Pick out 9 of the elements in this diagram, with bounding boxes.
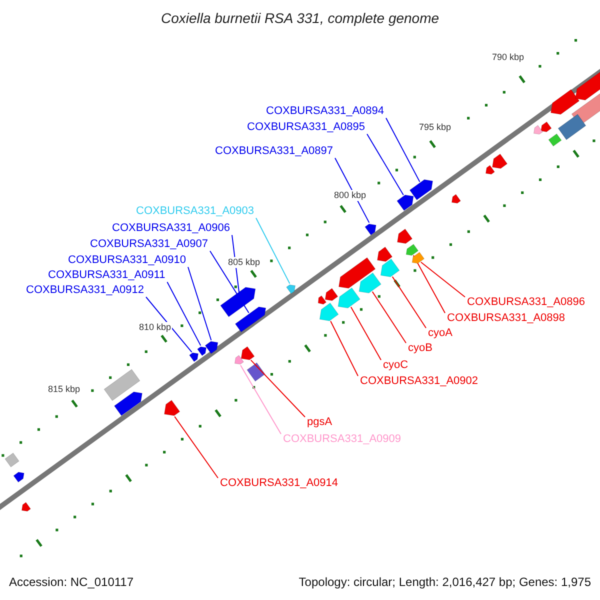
scale-label: 795 kbp — [418, 122, 452, 133]
genome-stats-text: Topology: circular; Length: 2,016,427 bp; Genes: 1,975 — [298, 576, 591, 588]
scale-label: 810 kbp — [138, 322, 172, 333]
scale-label: 800 kbp — [333, 190, 368, 201]
scale-label: 805 kbp — [227, 257, 262, 268]
scale-label: 790 kbp — [491, 52, 526, 63]
accession-text: Accession: NC_010117 — [9, 576, 134, 588]
scale-label: 815 kbp — [47, 384, 82, 395]
title: Coxiella burnetii RSA 331, complete genome — [160, 11, 440, 25]
